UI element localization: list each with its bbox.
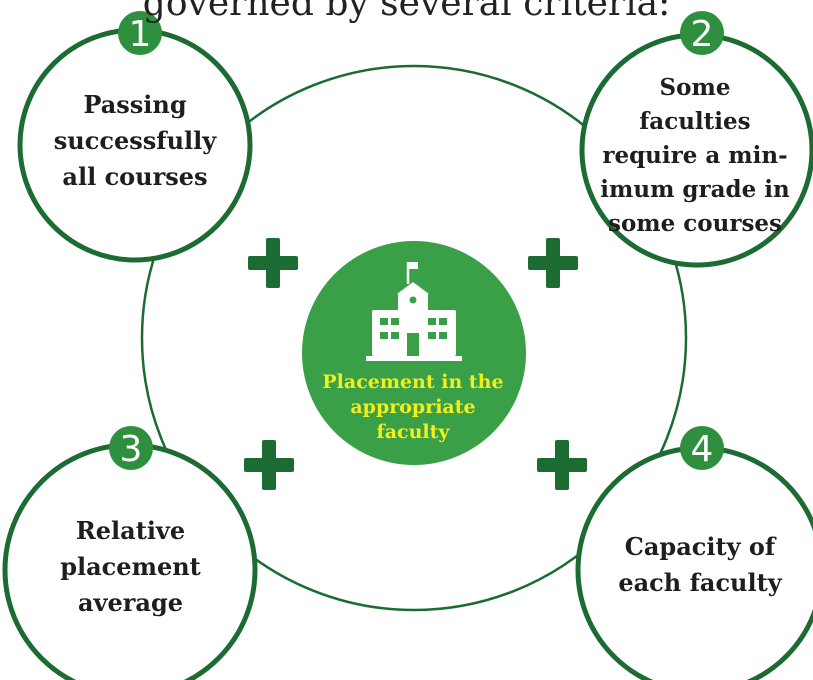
badge-number-3: 3 — [120, 429, 143, 470]
badge-1: 1 — [118, 11, 162, 55]
badge-3: 3 — [109, 426, 153, 470]
connector-ring — [140, 64, 688, 612]
plus-icon — [537, 440, 587, 490]
badge-2: 2 — [680, 11, 724, 55]
criterion-text-4: Capacity of each faculty — [618, 532, 782, 597]
plus-icon — [528, 238, 578, 288]
criterion-text-3: Relative placement average — [60, 516, 201, 617]
badge-number-2: 2 — [691, 14, 714, 55]
heading: governed by several criteria: — [142, 0, 671, 24]
center-label: Placement in the appropriate faculty — [322, 371, 504, 443]
school-building-icon — [366, 262, 462, 361]
criterion-text-2: Some faculties require a min-imum grade … — [600, 74, 790, 237]
badge-number-4: 4 — [691, 429, 714, 470]
criterion-text-1: Passing successfully all courses — [53, 90, 217, 191]
badge-4: 4 — [680, 426, 724, 470]
badge-number-1: 1 — [129, 14, 152, 55]
plus-icon — [244, 440, 294, 490]
plus-icon — [248, 238, 298, 288]
